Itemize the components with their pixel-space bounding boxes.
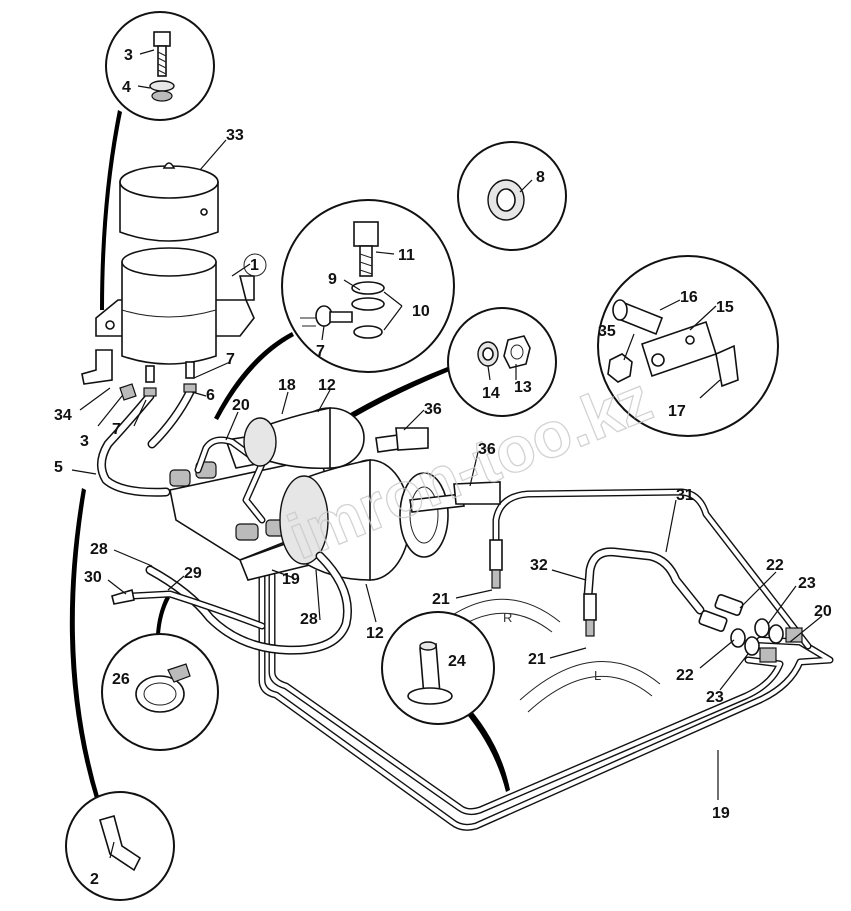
callout-banjo-bolt [281,199,455,373]
part-label-8: 8 [536,169,545,186]
part-label-33: 33 [226,127,244,144]
part-label-9: 9 [328,271,337,288]
part-label-35: 35 [598,323,616,340]
reservoir-body [121,261,217,365]
pipe-29-30 [111,588,266,630]
pipe-end-fittings [489,539,803,663]
part-label-32: 32 [530,557,548,574]
callout-clamp-26 [101,633,219,751]
connector-top-bolt [100,110,122,310]
part-label-23-upper: 23 [798,575,816,592]
part-label-1: 1 [250,257,259,274]
part-label-31: 31 [676,487,694,504]
callout-grommet-8 [457,141,567,251]
callout-fitting-24 [381,611,495,725]
part-label-34: 34 [54,407,72,424]
part-label-19-upper: 19 [282,571,300,588]
part-label-36-upper: 36 [424,401,442,418]
part-label-22-upper: 22 [766,557,784,574]
part-label-14: 14 [482,385,500,402]
connector-hose-clip [69,488,100,802]
part-label-6: 6 [206,387,215,404]
part-label-20-upper: 20 [232,397,250,414]
part-label-26: 26 [112,671,130,688]
part-label-3-lower: 3 [80,433,89,450]
left-side-mark: L [594,668,601,683]
part-labels: 3 4 33 1 11 9 10 7 8 14 13 16 15 35 17 7… [54,47,832,888]
callout-elbow-2 [65,791,175,901]
clevis-36-lower [453,481,501,505]
part-label-20-lower: 20 [814,603,832,620]
connector-washers [326,366,452,432]
clevis-36-upper [395,427,429,451]
brake-servo-12 [243,407,501,581]
part-label-15: 15 [716,299,734,316]
part-label-7-upper: 7 [226,351,235,368]
reservoir-hoses [97,383,197,497]
part-label-7-callout: 7 [316,343,325,360]
part-label-19-lower: 19 [712,805,730,822]
part-label-18: 18 [278,377,296,394]
brake-hose-32 [583,547,705,615]
part-label-4: 4 [122,79,131,96]
part-label-7-lower: 7 [112,421,121,438]
part-label-3: 3 [124,47,133,64]
part-label-2: 2 [90,871,99,888]
part-label-24: 24 [448,653,466,670]
bracket-34 [81,349,113,385]
part-label-12-lower: 12 [366,625,384,642]
part-label-29: 29 [184,565,202,582]
part-label-21-right: 21 [432,591,450,608]
reservoir-cap-33 [119,181,219,242]
right-side-mark: R [503,610,512,625]
callout-washer-nut [447,307,557,417]
connector-banjo [214,332,294,420]
part-label-22-lower: 22 [676,667,694,684]
part-label-13: 13 [514,379,532,396]
part-label-10: 10 [412,303,430,320]
part-label-28-lower: 28 [300,611,318,628]
part-label-23-lower: 23 [706,689,724,706]
brake-pipe-31 [492,488,812,650]
part-label-11: 11 [398,247,415,264]
leader-lines [71,49,823,859]
part-label-36-lower: 36 [478,441,496,458]
callout-bolt-washer [105,11,215,121]
part-label-5: 5 [54,459,63,476]
part-label-28-upper: 28 [90,541,108,558]
part-label-16: 16 [680,289,698,306]
part-label-17: 17 [668,403,686,420]
callout-clevis [597,255,779,437]
part-label-30: 30 [84,569,102,586]
part-label-21-left: 21 [528,651,546,668]
brake-pipe-19 [258,571,834,831]
fluid-reservoir [81,162,255,401]
part-label-12-upper: 12 [318,377,336,394]
